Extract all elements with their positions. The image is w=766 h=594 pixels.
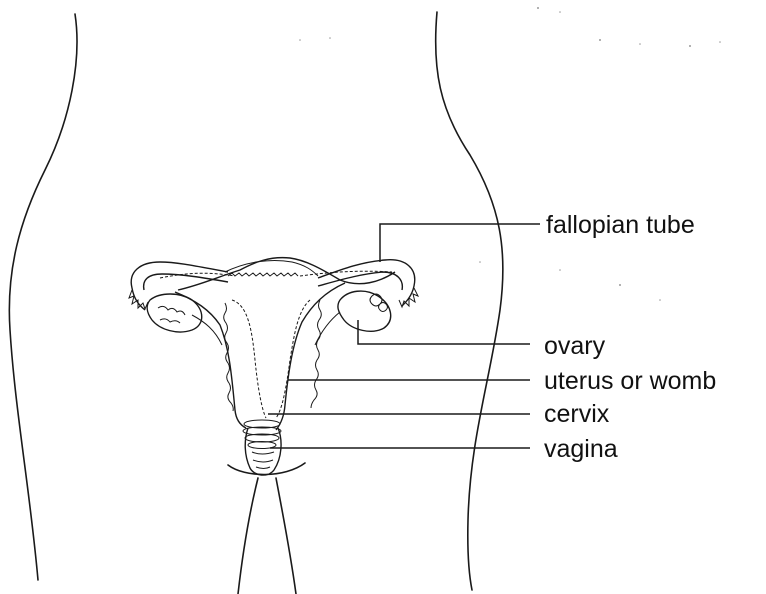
right-fimbriae: [399, 288, 418, 307]
left-inner-thigh: [238, 478, 258, 594]
uterine-dashed-cavity: [232, 300, 310, 418]
right-inner-thigh: [276, 478, 296, 594]
right-hip-outline: [436, 12, 503, 590]
fundus: [225, 260, 318, 276]
ovary-leader: [358, 320, 530, 344]
left-fimbriae: [129, 290, 148, 309]
labels: fallopian tube ovary uterus or womb cerv…: [544, 211, 716, 463]
left-hip-outline: [9, 14, 77, 580]
uterine-lining: [224, 300, 322, 411]
fundus-frill: [228, 273, 298, 276]
left-ovary: [147, 294, 202, 332]
reproductive-organs: [129, 258, 418, 475]
vaginal-rugae: [252, 452, 274, 469]
leader-lines: [268, 224, 540, 448]
label-ovary: ovary: [544, 332, 606, 360]
label-vagina: vagina: [544, 435, 618, 463]
cervix: [243, 420, 281, 449]
scan-noise: [299, 7, 721, 301]
label-cervix: cervix: [544, 400, 610, 428]
vulva-curve: [228, 463, 305, 475]
label-fallopian-tube: fallopian tube: [546, 211, 695, 239]
body-outline: [9, 12, 503, 594]
fallopian-tube-leader: [380, 224, 540, 262]
label-uterus: uterus or womb: [544, 367, 716, 395]
left-fallopian-tube: [131, 262, 228, 310]
left-ovary-bumps: [158, 306, 185, 323]
